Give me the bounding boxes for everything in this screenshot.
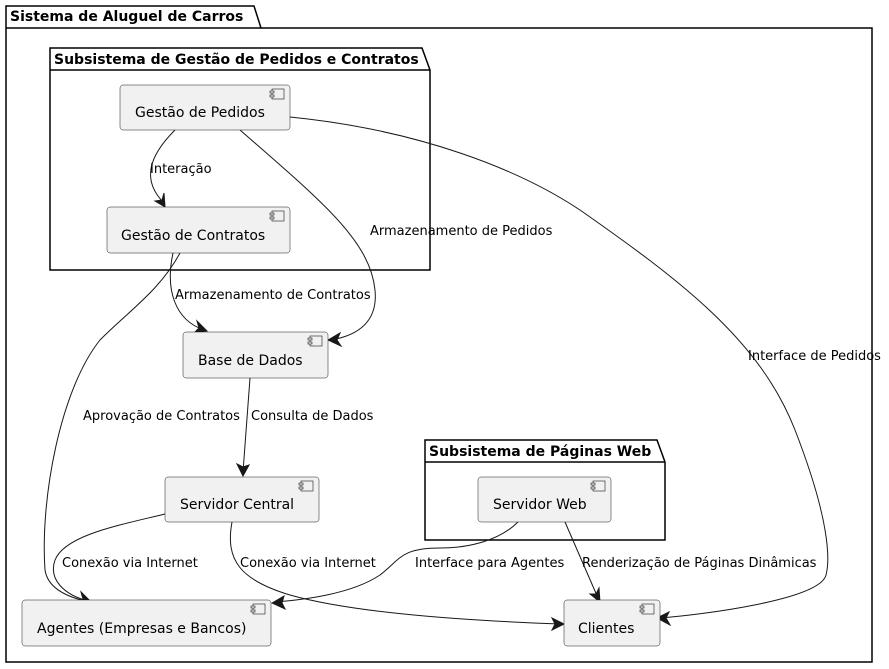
label-interacao: Interação (150, 162, 212, 177)
component-label-gestao-contratos: Gestão de Contratos (121, 228, 265, 244)
label-aprovacao-contratos: Aprovação de Contratos (83, 409, 240, 424)
package-pedidos-contratos: Subsistema de Gestão de Pedidos e Contra… (49, 47, 431, 271)
edge-interacao (150, 129, 176, 205)
component-icon (639, 603, 655, 615)
arrowhead-interface-pedidos (655, 610, 672, 627)
arrowhead-interface-agentes (270, 594, 287, 611)
component-servidor-web[interactable]: Servidor Web (477, 476, 612, 523)
label-interface-pedidos: Interface de Pedidos (748, 349, 881, 364)
package-title-web: Subsistema de Páginas Web (429, 444, 651, 460)
component-label-servidor-web: Servidor Web (493, 497, 587, 513)
component-label-base-dados: Base de Dados (198, 353, 303, 369)
arrowhead-consulta-dados (235, 462, 251, 478)
label-conexao-agentes: Conexão via Internet (62, 556, 198, 571)
arrowhead-interacao (153, 192, 166, 208)
edge-consulta-dados (242, 377, 251, 473)
edge-armazenamento-contratos (169, 252, 205, 331)
arrowhead-renderizacao (588, 586, 601, 604)
component-icon (307, 335, 323, 347)
edge-armazenamento-pedidos (239, 129, 376, 341)
package-paginas-web: Subsistema de Páginas Web (424, 439, 666, 541)
component-icon (590, 480, 606, 492)
component-label-servidor-central: Servidor Central (180, 497, 294, 513)
component-agentes[interactable]: Agentes (Empresas e Bancos) (21, 599, 272, 647)
label-interface-agentes: Interface para Agentes (415, 556, 564, 571)
label-conexao-clientes: Conexão via Internet (240, 556, 376, 571)
edge-conexao-agentes (53, 513, 166, 602)
package-title-orders: Subsistema de Gestão de Pedidos e Contra… (54, 52, 419, 68)
label-renderizacao: Renderização de Páginas Dinâmicas (582, 556, 817, 571)
label-consulta-dados: Consulta de Dados (251, 409, 374, 424)
component-base-dados[interactable]: Base de Dados (182, 331, 329, 379)
edge-renderizacao (564, 521, 599, 599)
edge-interface-agentes (274, 521, 519, 603)
package-sistema-aluguel: Sistema de Aluguel de Carros (5, 5, 873, 663)
component-gestao-pedidos[interactable]: Gestão de Pedidos (119, 84, 291, 131)
component-gestao-contratos[interactable]: Gestão de Contratos (106, 206, 291, 254)
component-icon (250, 603, 266, 615)
component-icon (298, 480, 314, 492)
edge-interface-pedidos (289, 116, 829, 619)
edge-conexao-clientes (229, 521, 561, 625)
component-icon (269, 210, 285, 222)
arrowhead-conexao-clientes (550, 616, 566, 632)
label-armazenamento-contratos: Armazenamento de Contratos (175, 288, 371, 303)
component-label-gestao-pedidos: Gestão de Pedidos (135, 105, 265, 121)
arrowhead-armazenamento-pedidos (326, 331, 343, 348)
label-armazenamento-pedidos: Armazenamento de Pedidos (370, 224, 553, 239)
component-clientes[interactable]: Clientes (563, 599, 661, 647)
edges: Interação Armazenamento de Pedidos Inter… (43, 116, 881, 632)
component-servidor-central[interactable]: Servidor Central (164, 476, 320, 523)
component-label-clientes: Clientes (578, 621, 634, 637)
component-icon (269, 88, 285, 100)
edge-aprovacao-contratos (43, 252, 181, 603)
component-label-agentes: Agentes (Empresas e Bancos) (37, 621, 246, 637)
package-title-system: Sistema de Aluguel de Carros (10, 9, 243, 25)
